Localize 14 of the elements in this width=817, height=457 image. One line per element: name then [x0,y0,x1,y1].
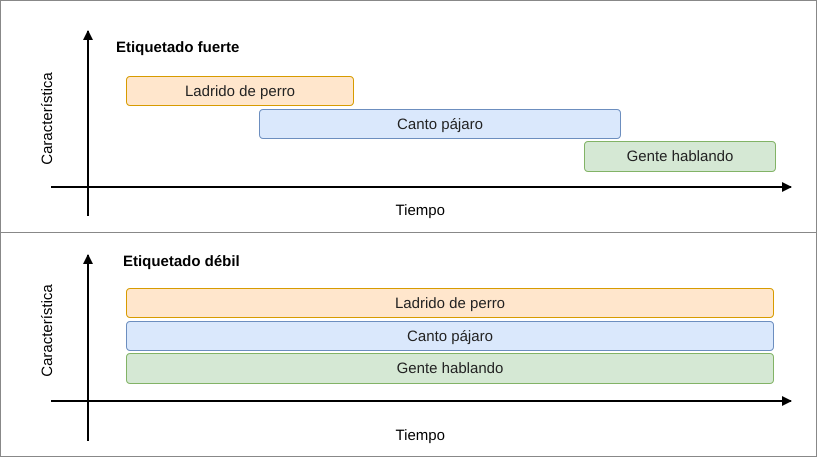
timeline-bar: Ladrido de perro [126,76,354,106]
panel [0,232,817,457]
panel-title: Etiquetado fuerte [116,39,240,56]
axis-label: Característica [38,72,56,164]
timeline-bar: Gente hablando [584,141,776,172]
timeline-bar: Gente hablando [126,353,774,384]
axis-label: Tiempo [396,202,445,218]
timeline-bar: Canto pájaro [126,321,774,351]
panel-title: Etiquetado débil [123,253,240,270]
axis-label: Tiempo [396,426,445,444]
panel [0,0,817,233]
axis-label: Característica [38,284,56,376]
timeline-bar: Canto pájaro [259,109,621,139]
timeline-bar: Ladrido de perro [126,288,774,318]
